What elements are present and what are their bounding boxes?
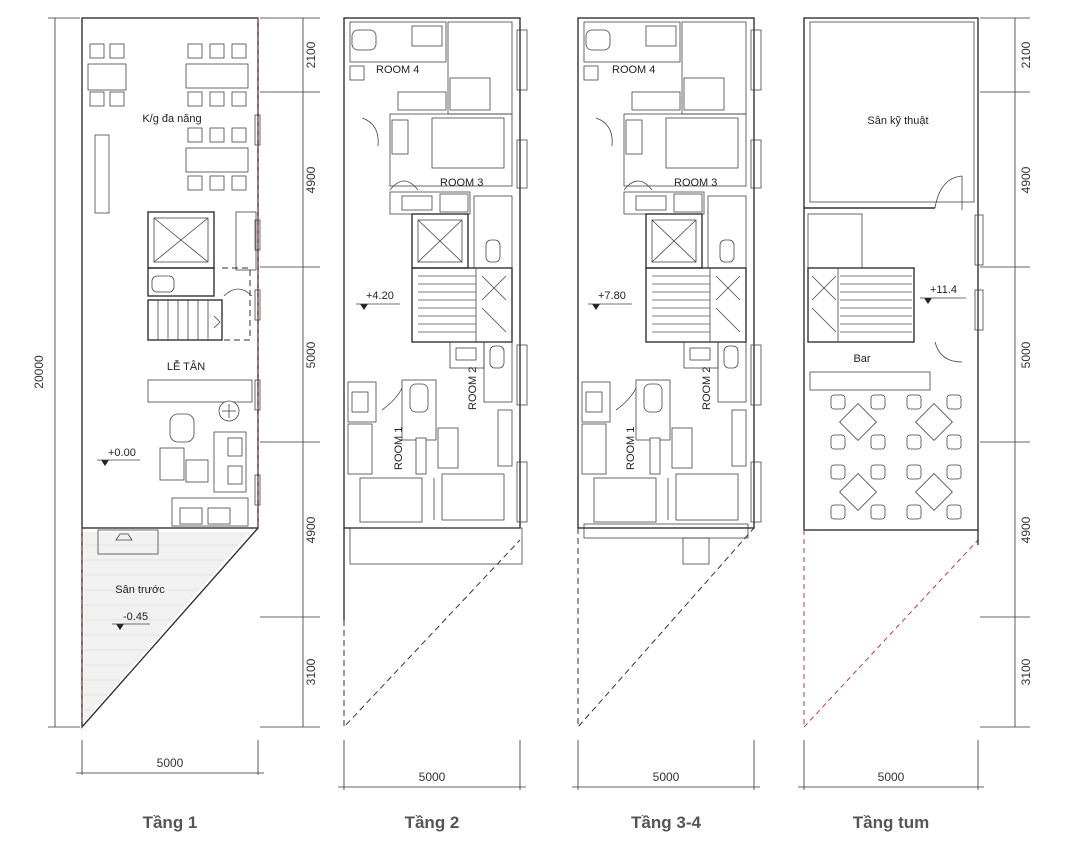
floor-title: Tầng 1 xyxy=(143,813,198,832)
segment-label: 3100 xyxy=(304,658,318,685)
floor-plan-tang-2: ROOM 4 ROOM 3 +4.20 xyxy=(343,17,528,729)
level-mark-f3: +7.80 xyxy=(588,290,632,310)
room-label-reception: LỄ TÂN xyxy=(167,360,205,373)
segment-label: 3100 xyxy=(1019,658,1033,685)
reception-lounge xyxy=(159,400,249,527)
floor-plan-tang-3-4: ROOM 4 ROOM 3 +7.80 xyxy=(577,17,762,729)
level-mark-tum: +11.4 xyxy=(920,284,966,304)
total-length-dimension: 20000 xyxy=(32,17,80,728)
level-mark-f1: +0.00 xyxy=(97,447,140,466)
floor-width-dimension: 5000 xyxy=(157,756,184,770)
floor-title: Tầng tum xyxy=(853,813,930,832)
room-label: ROOM 4 xyxy=(612,64,655,76)
svg-text:+11.4: +11.4 xyxy=(930,284,957,296)
segment-dimensions-a: 2100 4900 5000 4900 3100 xyxy=(260,17,320,728)
floor-title: Tầng 2 xyxy=(405,813,460,832)
segment-label: 5000 xyxy=(1019,341,1033,368)
staircase xyxy=(147,299,223,341)
floor-plan-tang-1: K/g đa năng LỄ TÂN xyxy=(76,17,264,832)
room-label-multipurpose: K/g đa năng xyxy=(142,113,201,125)
room-label: ROOM 1 xyxy=(625,427,637,470)
room-label: ROOM 2 xyxy=(467,367,479,410)
segment-label: 2100 xyxy=(304,41,318,68)
svg-text:+7.80: +7.80 xyxy=(598,290,626,302)
elevator-shaft xyxy=(147,211,215,269)
floor-width-dimension: 5000 xyxy=(419,770,446,784)
segment-label: 4900 xyxy=(304,166,318,193)
segment-label: 4900 xyxy=(304,516,318,543)
level-mark-f2: +4.20 xyxy=(356,290,400,310)
floor-width-dimension: 5000 xyxy=(653,770,680,784)
terrace-tables xyxy=(830,394,962,520)
segment-label: 4900 xyxy=(1019,516,1033,543)
room-label: ROOM 4 xyxy=(376,64,419,76)
room-label: ROOM 3 xyxy=(674,177,717,189)
segment-label: 5000 xyxy=(304,341,318,368)
svg-text:-0.45: -0.45 xyxy=(123,611,148,623)
room-label-front-yard: Sân trước xyxy=(115,584,165,596)
room-label-bar: Bar xyxy=(853,353,870,365)
total-length-label: 20000 xyxy=(32,355,46,389)
segment-label: 2100 xyxy=(1019,41,1033,68)
room-label: ROOM 3 xyxy=(440,177,483,189)
segment-dimensions-b: 2100 4900 5000 4900 3100 xyxy=(980,17,1033,728)
segment-label: 4900 xyxy=(1019,166,1033,193)
room-label: ROOM 2 xyxy=(701,367,713,410)
level-mark-front: -0.45 xyxy=(112,611,150,630)
floor-plan-tang-tum: Sân kỹ thuật +11.4 Bar xyxy=(803,17,984,728)
svg-text:+4.20: +4.20 xyxy=(366,290,394,302)
floor-title: Tầng 3-4 xyxy=(631,813,701,832)
floor-width-dimension: 5000 xyxy=(878,770,905,784)
room-label-technical-yard: Sân kỹ thuật xyxy=(867,115,928,127)
svg-text:+0.00: +0.00 xyxy=(108,447,136,459)
room-label: ROOM 1 xyxy=(393,427,405,470)
dining-set xyxy=(87,43,249,214)
